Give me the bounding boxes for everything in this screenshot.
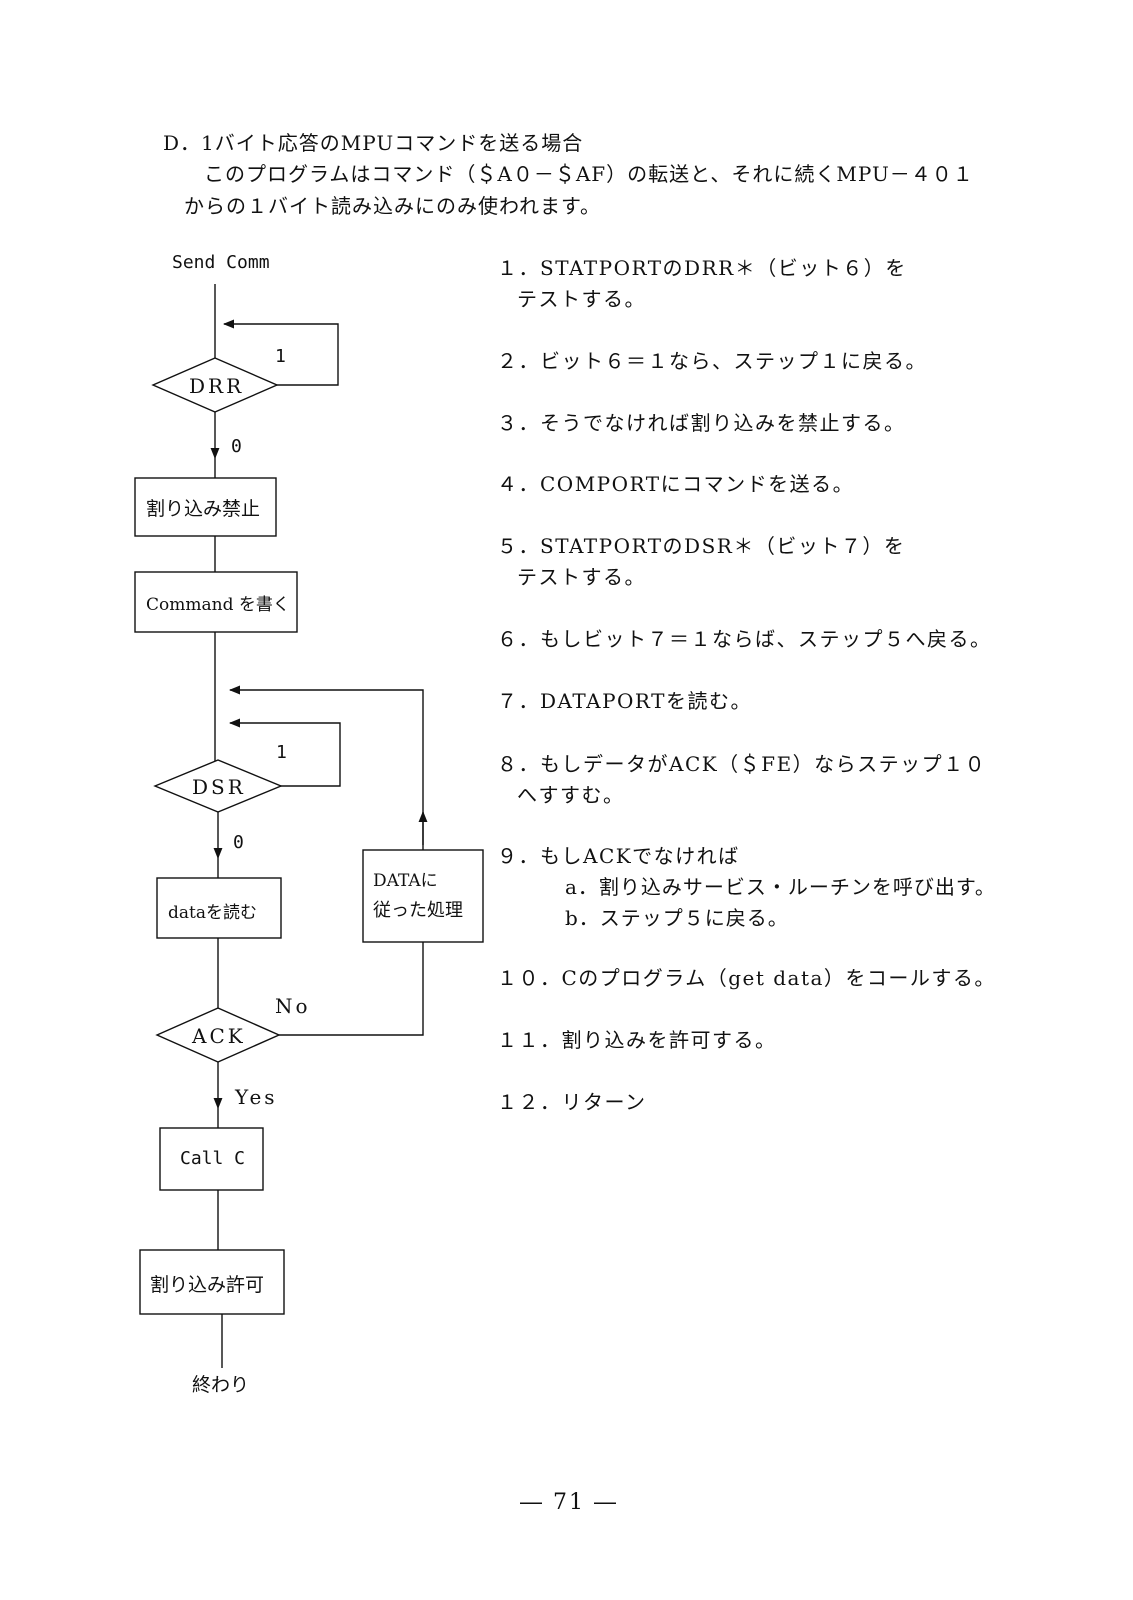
page-number: ― 71 ― bbox=[520, 1490, 618, 1515]
step-7: ７．DATAPORTを読む。 bbox=[497, 689, 752, 713]
section-heading: D．1バイト応答のMPUコマンドを送る場合 bbox=[163, 131, 584, 155]
step-5: ５．STATPORTのDSR＊（ビット７）を bbox=[497, 534, 906, 558]
drr-label: DRR bbox=[189, 374, 245, 398]
read-box-label: dataを読む bbox=[168, 903, 257, 923]
step-4: ４．COMPORTにコマンドを送る。 bbox=[497, 472, 855, 496]
ack-no-line bbox=[279, 942, 424, 1036]
step-10: １０．Cのプログラム（get data）をコールする。 bbox=[497, 966, 996, 990]
flowchart-end-label: 終わり bbox=[192, 1374, 250, 1396]
step-3: ３．そうでなければ割り込みを禁止する。 bbox=[497, 411, 906, 435]
call-box-label: Call C bbox=[180, 1148, 246, 1169]
drr-loop-label: 1 bbox=[275, 346, 286, 367]
disable-box-frame bbox=[134, 477, 277, 537]
call-box-frame bbox=[159, 1127, 264, 1191]
read-box-frame bbox=[156, 877, 282, 939]
drr-exit-label: 0 bbox=[231, 436, 242, 457]
ack-no-label: No bbox=[275, 994, 311, 1018]
process-box-label-1: DATAに bbox=[373, 871, 438, 891]
step-12: １２．リターン bbox=[497, 1090, 647, 1114]
dsr-loop-label: 1 bbox=[276, 742, 287, 763]
step-5-cont: テストする。 bbox=[517, 565, 646, 589]
enable-box-frame bbox=[139, 1249, 285, 1315]
dsr-loop-line bbox=[228, 718, 341, 787]
ack-yes-label: Yes bbox=[235, 1085, 278, 1109]
step-6: ６．もしビット７＝１ならば、ステップ５へ戻る。 bbox=[497, 627, 992, 651]
step-1-cont: テストする。 bbox=[517, 287, 646, 311]
process-return-line bbox=[228, 685, 424, 845]
dsr-diamond bbox=[153, 759, 283, 813]
step-9b: b．ステップ５に戻る。 bbox=[565, 906, 789, 930]
dsr-exit-label: 0 bbox=[233, 832, 244, 853]
step-2: ２．ビット６＝１なら、ステップ１に戻る。 bbox=[497, 349, 927, 373]
step-8: ８．もしデータがACK（＄FE）ならステップ１０ bbox=[497, 752, 987, 776]
step-1: １．STATPORTのDRR＊（ビット６）を bbox=[497, 256, 907, 280]
step-11: １１．割り込みを許可する。 bbox=[497, 1028, 777, 1052]
command-box-label: Command を書く bbox=[146, 595, 290, 615]
step-9a: a．割り込みサービス・ルーチンを呼び出す。 bbox=[565, 875, 996, 899]
intro-line-2: からの１バイト読み込みにのみ使われます。 bbox=[184, 194, 601, 218]
drr-loop-line bbox=[222, 319, 339, 386]
step-9: ９．もしACKでなければ bbox=[497, 844, 740, 868]
disable-box-label: 割り込み禁止 bbox=[146, 498, 261, 520]
ack-label: ACK bbox=[192, 1024, 246, 1048]
dsr-label: DSR bbox=[192, 775, 246, 799]
command-box-frame bbox=[134, 571, 298, 633]
flowchart-start-label: Send Comm bbox=[172, 252, 270, 273]
process-box-frame bbox=[362, 849, 484, 943]
process-box-label-2: 従った処理 bbox=[373, 900, 463, 921]
intro-line-1: このプログラムはコマンド（＄A０－＄AF）の転送と、それに続くMPU－４０１ bbox=[204, 162, 974, 186]
step-8-cont: へすすむ。 bbox=[517, 783, 625, 807]
drr-diamond bbox=[151, 357, 279, 413]
enable-box-label: 割り込み許可 bbox=[150, 1274, 265, 1296]
